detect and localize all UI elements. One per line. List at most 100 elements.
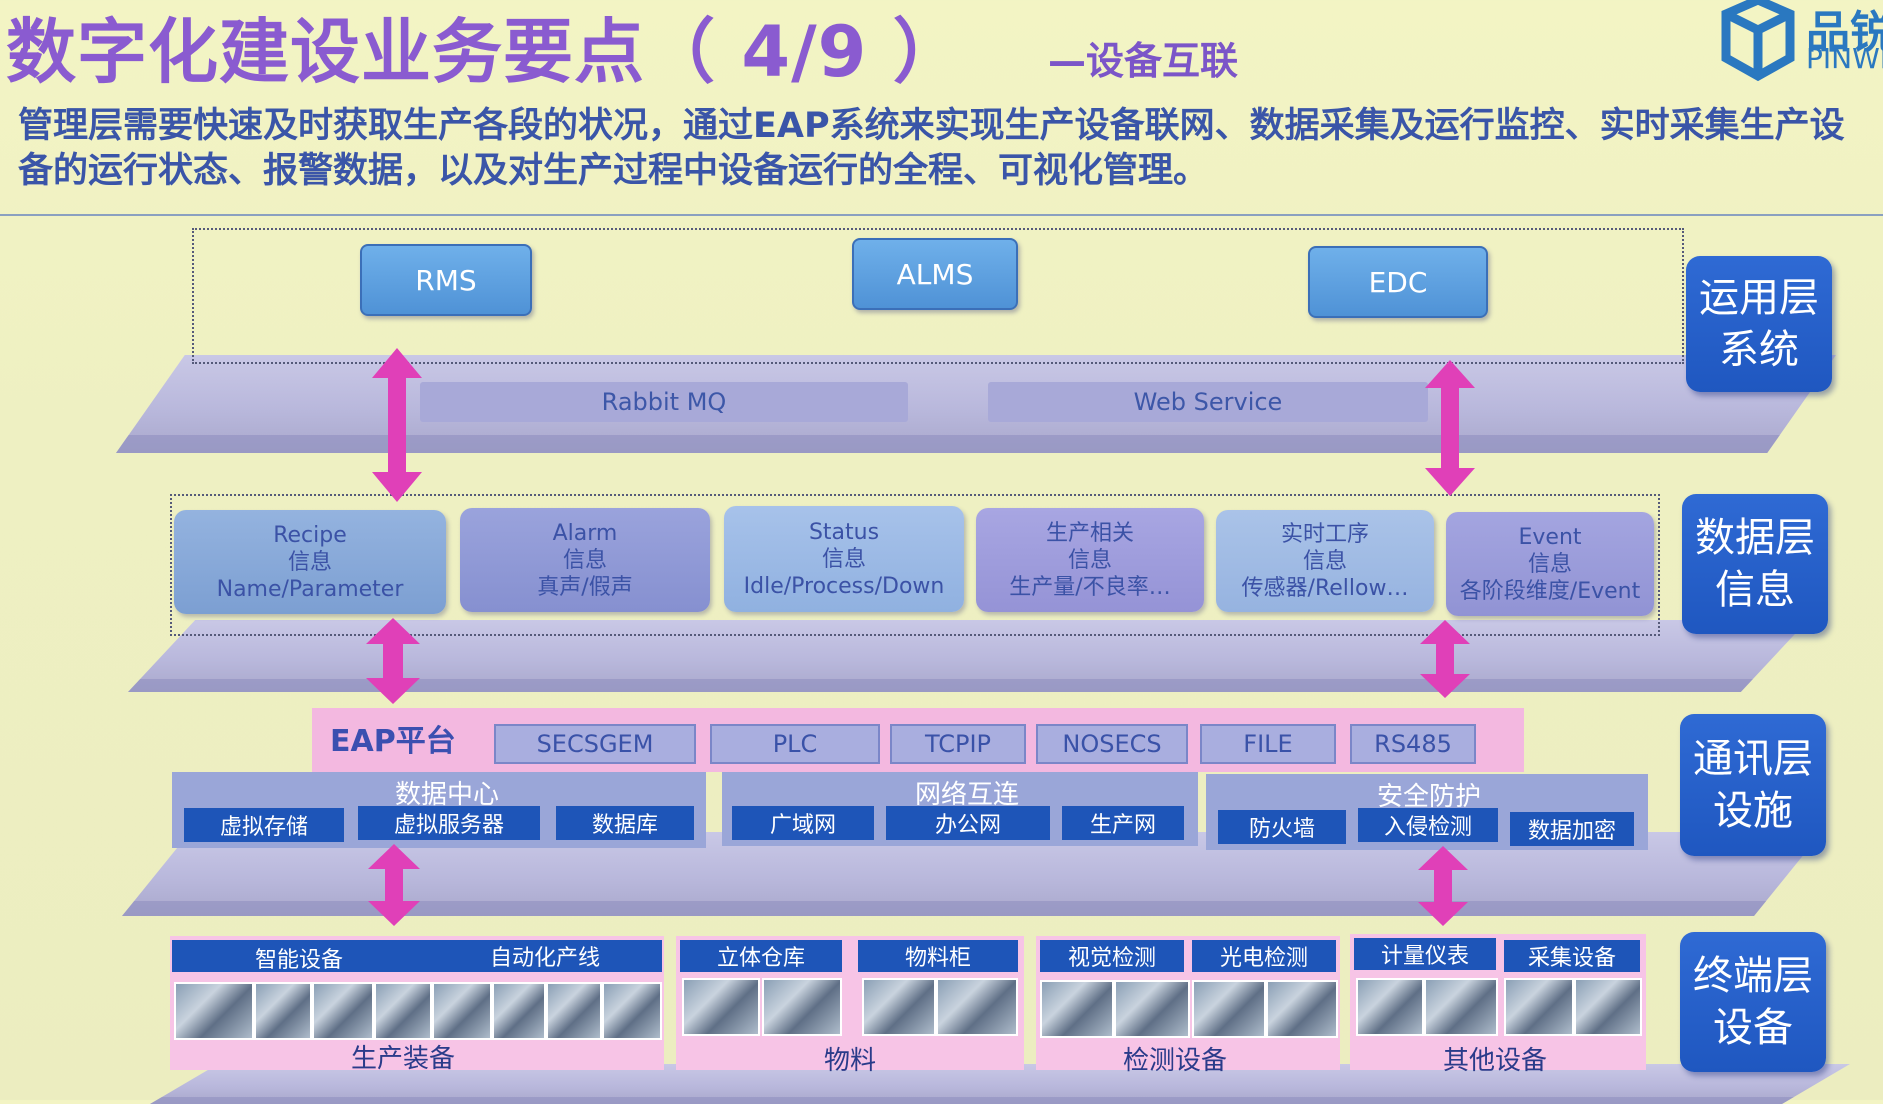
data-item-status-line3: Idle/Process/Down [724, 573, 964, 600]
dc-virtual-server[interactable]: 虚拟服务器 [358, 806, 540, 840]
net-production[interactable]: 生产网 [1062, 806, 1184, 840]
inspection-photo-4 [1266, 980, 1338, 1038]
data-item-event-line2: 信息 [1446, 551, 1654, 578]
other-photo-3 [1504, 978, 1574, 1036]
equipment-photo-5 [432, 982, 492, 1040]
data-item-production-line1: 生产相关 [976, 520, 1204, 547]
layer-label-application-line1: 运用层 [1699, 275, 1819, 321]
system-rms[interactable]: RMS [360, 244, 532, 316]
page-title: 数字化建设业务要点（ 4/9 ） [6, 0, 964, 97]
data-item-alarm-line3: 真声/假声 [460, 574, 710, 601]
data-item-production-line3: 生产量/不良率… [976, 574, 1204, 601]
data-item-event[interactable]: Event 信息 各阶段维度/Event [1446, 512, 1654, 616]
layer-label-data-line1: 数据层 [1695, 515, 1815, 561]
data-item-recipe-line3: Name/Parameter [174, 576, 446, 603]
data-item-event-line1: Event [1446, 524, 1654, 551]
terminal-footer-inspection: 检测设备 [1110, 1040, 1240, 1077]
data-item-realtime-line2: 信息 [1216, 548, 1434, 575]
data-item-production-line2: 信息 [976, 547, 1204, 574]
layer-label-application-line2: 系统 [1719, 327, 1799, 373]
equipment-photo-8 [602, 982, 662, 1040]
terminal-head-3d-warehouse[interactable]: 立体仓库 [680, 940, 842, 972]
materials-photo-3 [862, 978, 936, 1036]
equipment-photo-3 [312, 982, 374, 1040]
layer-label-communication: 通讯层设施 [1680, 714, 1826, 856]
equipment-photo-7 [546, 982, 602, 1040]
data-item-production[interactable]: 生产相关 信息 生产量/不良率… [976, 508, 1204, 612]
data-item-recipe-line1: Recipe [174, 522, 446, 549]
equipment-photo-4 [374, 982, 432, 1040]
eap-platform-label: EAP平台 [330, 716, 456, 760]
terminal-footer-other: 其他设备 [1430, 1040, 1560, 1077]
layer-label-application: 运用层系统 [1686, 256, 1832, 392]
other-photo-4 [1574, 978, 1642, 1036]
terminal-head-collection-devices[interactable]: 采集设备 [1504, 940, 1640, 972]
equipment-photo-2 [254, 982, 312, 1040]
terminal-head-smart-equipment: 智能设备 [224, 942, 374, 974]
inspection-photo-3 [1192, 980, 1266, 1038]
layer-label-terminal: 终端层设备 [1680, 932, 1826, 1072]
other-photo-2 [1424, 978, 1498, 1036]
arrow-data-comm-right-icon [1420, 620, 1470, 698]
terminal-footer-production: 生产装备 [338, 1038, 468, 1075]
data-item-status[interactable]: Status 信息 Idle/Process/Down [724, 506, 964, 612]
materials-photo-1 [682, 978, 760, 1036]
arrow-comm-terminal-right-icon [1418, 846, 1468, 926]
arrow-data-comm-left-icon [366, 618, 420, 704]
terminal-head-metering-instruments[interactable]: 计量仪表 [1354, 938, 1496, 970]
net-wan[interactable]: 广域网 [732, 806, 874, 840]
data-item-status-line1: Status [724, 519, 964, 546]
protocol-plc[interactable]: PLC [710, 724, 880, 764]
data-item-alarm-line1: Alarm [460, 520, 710, 547]
data-item-status-line2: 信息 [724, 546, 964, 573]
protocol-tcpip[interactable]: TCPIP [890, 724, 1026, 764]
layer-label-data: 数据层信息 [1682, 494, 1828, 634]
inspection-photo-1 [1040, 980, 1114, 1038]
data-item-alarm[interactable]: Alarm 信息 真声/假声 [460, 508, 710, 612]
terminal-footer-materials: 物料 [800, 1040, 900, 1077]
system-alms[interactable]: ALMS [852, 238, 1018, 310]
layer-label-communication-line2: 设施 [1713, 788, 1793, 834]
sec-data-encryption[interactable]: 数据加密 [1510, 812, 1634, 846]
header-divider [0, 214, 1883, 216]
sec-firewall[interactable]: 防火墙 [1218, 810, 1346, 844]
data-item-event-line3: 各阶段维度/Event [1446, 578, 1654, 605]
layer-label-communication-line1: 通讯层 [1693, 736, 1813, 782]
layer-label-terminal-line1: 终端层 [1693, 953, 1813, 999]
layer-label-terminal-line2: 设备 [1713, 1005, 1793, 1051]
materials-photo-4 [936, 978, 1018, 1036]
page-subtitle: —设备互联 [1048, 30, 1238, 85]
arrow-app-data-right-icon [1425, 360, 1475, 496]
layer-label-data-line2: 信息 [1715, 567, 1795, 613]
sec-intrusion-detection[interactable]: 入侵检测 [1358, 808, 1498, 842]
bus-rabbit-mq: Rabbit MQ [420, 382, 908, 422]
materials-photo-2 [762, 978, 842, 1036]
data-item-realtime-line3: 传感器/Rellow… [1216, 575, 1434, 602]
data-item-realtime-line1: 实时工序 [1216, 521, 1434, 548]
inspection-photo-2 [1114, 980, 1190, 1038]
terminal-head-optoelectronic-inspection[interactable]: 光电检测 [1192, 940, 1336, 972]
page-description: 管理层需要快速及时获取生产各段的状况，通过EAP系统来实现生产设备联网、数据采集… [18, 104, 1878, 194]
data-item-realtime[interactable]: 实时工序 信息 传感器/Rellow… [1216, 510, 1434, 612]
protocol-file[interactable]: FILE [1200, 724, 1336, 764]
other-photo-1 [1356, 978, 1424, 1036]
arrow-comm-terminal-left-icon [368, 844, 420, 926]
terminal-head-automation-line: 自动化产线 [470, 940, 620, 972]
equipment-photo-6 [492, 982, 546, 1040]
terminal-head-material-cabinet[interactable]: 物料柜 [858, 940, 1018, 972]
data-item-alarm-line2: 信息 [460, 547, 710, 574]
dc-virtual-storage[interactable]: 虚拟存储 [184, 808, 344, 842]
dc-database[interactable]: 数据库 [556, 806, 694, 840]
arrow-app-data-left-icon [372, 348, 422, 502]
system-edc[interactable]: EDC [1308, 246, 1488, 318]
net-office[interactable]: 办公网 [886, 806, 1050, 840]
equipment-photo-1 [174, 982, 254, 1040]
bus-web-service: Web Service [988, 382, 1428, 422]
terminal-head-vision-inspection[interactable]: 视觉检测 [1040, 940, 1184, 972]
protocol-nosecs[interactable]: NOSECS [1036, 724, 1188, 764]
data-item-recipe[interactable]: Recipe 信息 Name/Parameter [174, 510, 446, 614]
protocol-secsgem[interactable]: SECSGEM [494, 724, 696, 764]
logo-subtext: PINWE [1806, 42, 1883, 75]
data-item-recipe-line2: 信息 [174, 549, 446, 576]
protocol-rs485[interactable]: RS485 [1350, 724, 1476, 764]
